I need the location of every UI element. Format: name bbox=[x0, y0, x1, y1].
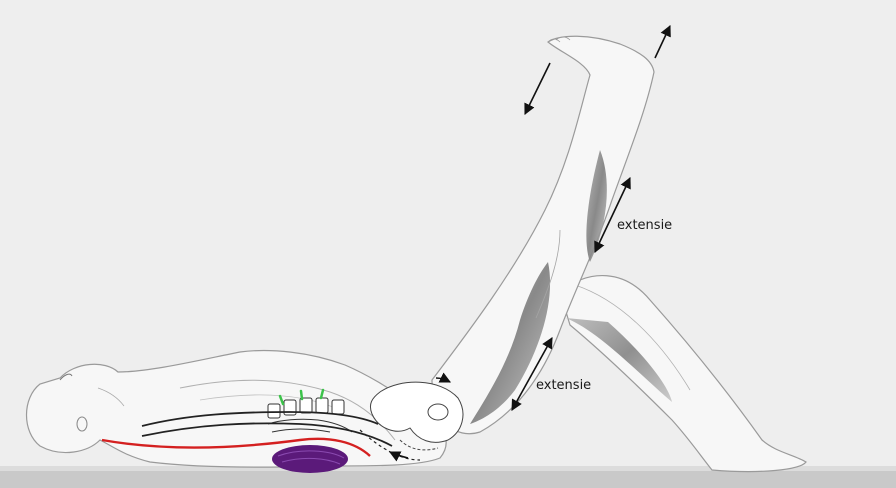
upper-stretch-label: extensie bbox=[617, 218, 672, 233]
raised-leg bbox=[432, 36, 654, 434]
arrow-foot-up bbox=[655, 26, 670, 58]
bolster-roll bbox=[272, 445, 348, 473]
bent-leg bbox=[560, 276, 806, 472]
lower-stretch-label: extensie bbox=[536, 378, 591, 393]
arrow-foot-down bbox=[525, 63, 550, 114]
floor bbox=[0, 470, 896, 488]
